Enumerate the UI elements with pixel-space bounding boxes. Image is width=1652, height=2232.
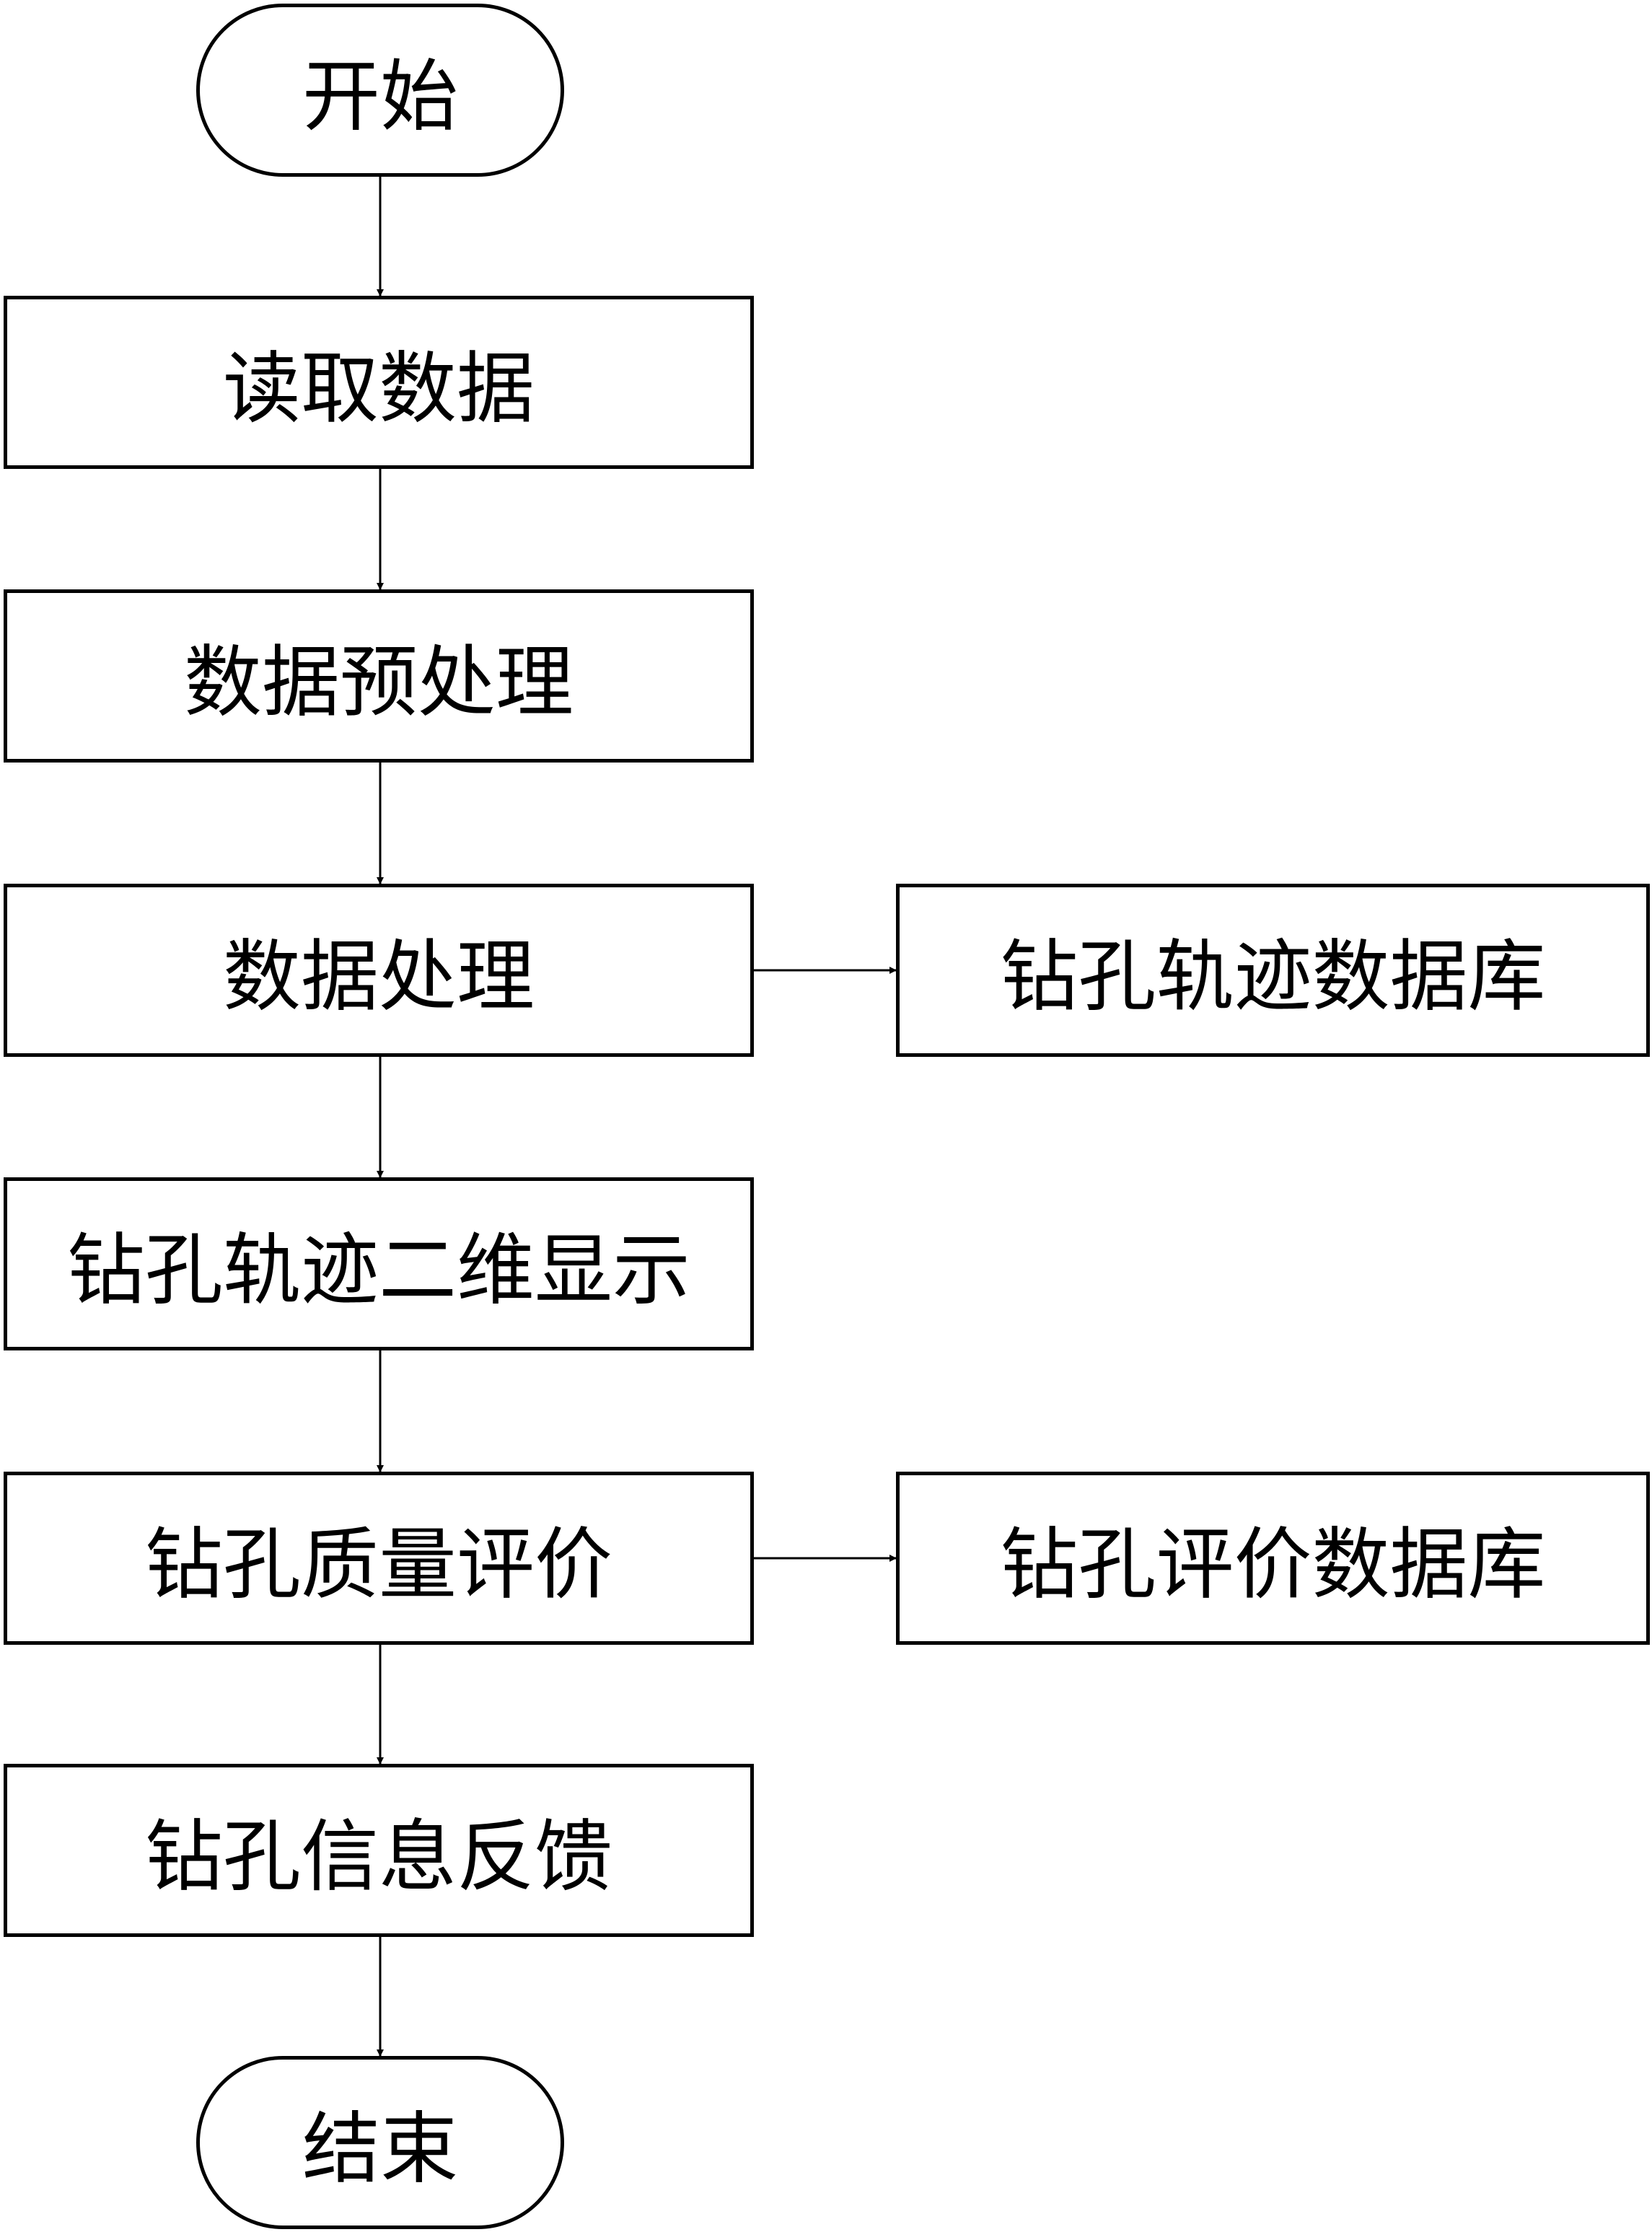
preprocess-node: 数据预处理 [4,589,754,763]
quality-evaluation-node: 钻孔质量评价 [4,1472,754,1645]
trajectory-display-node: 钻孔轨迹二维显示 [4,1177,754,1350]
evaluation-database-node: 钻孔评价数据库 [896,1472,1650,1645]
process-node: 数据处理 [4,884,754,1057]
trajectory-database-node: 钻孔轨迹数据库 [896,884,1650,1057]
start-node: 开始 [196,4,564,177]
end-node: 结束 [196,2056,564,2229]
information-feedback-node: 钻孔信息反馈 [4,1764,754,1937]
read-data-node: 读取数据 [4,296,754,469]
